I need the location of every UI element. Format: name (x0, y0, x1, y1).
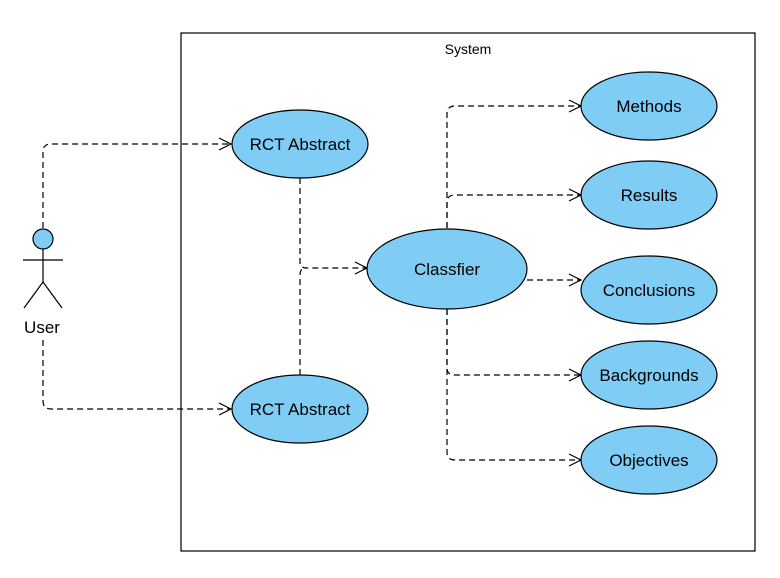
system-label: System (445, 41, 492, 57)
arrowhead-abstract-top (218, 137, 233, 151)
usecase-rct-abstract-bottom: RCT Abstract (231, 374, 369, 444)
usecase-ellipse (580, 340, 718, 410)
user-actor: User (23, 228, 63, 337)
usecase-ellipse (580, 425, 718, 495)
connector-classifier-to-results (446, 194, 580, 228)
actor-label: User (24, 318, 60, 337)
connector-user-to-abstract-top (42, 143, 230, 228)
usecase-classifier: Classfier (366, 228, 528, 310)
actor-head (32, 228, 54, 250)
connector-classifier-to-objectives (446, 309, 580, 461)
usecase-objectives: Objectives (580, 425, 718, 495)
usecase-label: Results (621, 186, 678, 205)
actor-left-leg (23, 281, 44, 309)
usecase-results: Results (580, 160, 718, 230)
arrowhead-abstract-bottom (218, 402, 233, 416)
usecase-backgrounds: Backgrounds (580, 340, 718, 410)
usecase-label: Objectives (609, 451, 688, 470)
usecase-ellipse (231, 374, 369, 444)
actor-right-leg (42, 281, 63, 309)
connector-abstract-bottom-to-classifier (299, 267, 307, 375)
usecase-label: Backgrounds (599, 366, 698, 385)
usecase-label: Classfier (414, 260, 480, 279)
usecase-ellipse (580, 255, 718, 325)
usecase-ellipse (580, 160, 718, 230)
usecase-label: Conclusions (603, 281, 696, 300)
usecase-methods: Methods (580, 71, 718, 141)
connector-classifier-to-backgrounds (446, 309, 580, 376)
arrowhead-conclusions (568, 273, 583, 287)
usecase-conclusions: Conclusions (580, 255, 718, 325)
usecase-ellipse (231, 109, 369, 179)
connector-user-to-abstract-bottom (42, 340, 230, 410)
usecase-label: Methods (616, 97, 681, 116)
usecase-label: RCT Abstract (250, 135, 351, 154)
usecase-rct-abstract-top: RCT Abstract (231, 109, 369, 179)
usecase-ellipse (580, 71, 718, 141)
usecase-label: RCT Abstract (250, 400, 351, 419)
connector-classifier-to-methods (446, 105, 580, 228)
usecase-ellipse (366, 228, 528, 310)
